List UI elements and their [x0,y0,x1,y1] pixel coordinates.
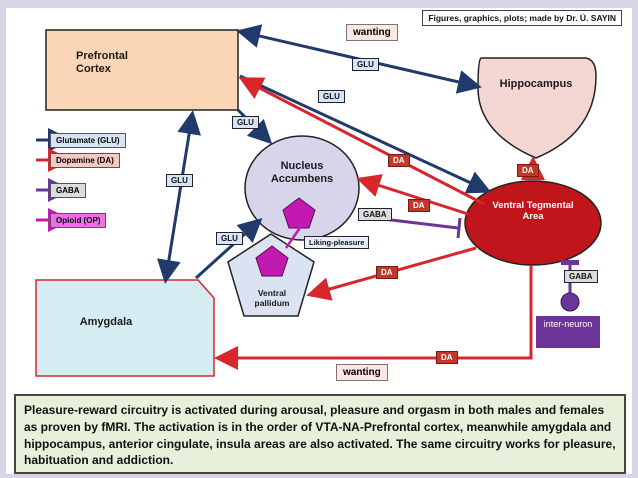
accumbens-label: Nucleus Accumbens [270,160,334,186]
glu-tag-1: GLU [352,58,379,71]
hippocampus-shape [477,57,597,159]
glu-prefrontal-vta [239,74,492,194]
wanting-label-top: wanting [346,24,398,41]
glu-amygdala-accumbens [194,217,263,280]
glu-tag-5: GLU [216,232,243,245]
diagram-canvas [35,24,602,377]
liking-pleasure-label: Liking-pleasure [304,236,370,249]
glu-tag-2: GLU [318,90,345,103]
interneuron-soma [560,292,580,312]
prefrontal-cortex-box [45,29,239,111]
legend-gaba: GABA [46,183,86,198]
glu-amygdala-prefrontal [157,110,201,284]
da-vta-accumbens [356,174,469,216]
slide: Figures, graphics, plots; made by Dr. Ü.… [6,8,632,474]
interneuron-label: inter-neuron [543,319,593,329]
opioid-pallidum-accumbens [284,221,306,249]
da-tag-5: DA [436,351,458,364]
wanting-label-bottom: wanting [336,364,388,381]
legend-da-label: Dopamine (DA) [50,153,120,168]
glu-tag-3: GLU [232,116,259,129]
prefrontal-label: Prefrontal Cortex [76,50,128,76]
interneuron-box [536,316,600,348]
da-tag-2: DA [517,164,539,177]
legend-opioid-label: Opioid (OP) [50,213,107,228]
legend-glu: Glutamate (GLU) [46,133,126,148]
da-tag-3: DA [408,199,430,212]
vta-shape [464,180,602,266]
da-tag-1: DA [388,154,410,167]
pallidum-label: Ventral pallidum [254,288,290,309]
da-tag-4: DA [376,266,398,279]
amygdala-label: Amygdala [79,316,133,328]
gaba-tag-1: GABA [358,208,392,221]
vta-label: Ventral Tegmental Area [492,200,574,223]
pallidum-opioid-pentagon [255,245,289,277]
gaba-tag-2: GABA [564,270,598,283]
hippocampus-label: Hippocampus [499,78,573,90]
da-vta-prefrontal [238,77,485,206]
glu-tag-4: GLU [166,174,193,187]
caption-box: Pleasure-reward circuitry is activated d… [14,394,626,474]
legend-glu-label: Glutamate (GLU) [50,133,126,148]
da-vta-amygdala [214,265,533,370]
legend-gaba-label: GABA [50,183,86,198]
legend-opioid: Opioid (OP) [46,213,107,228]
legend-da: Dopamine (DA) [46,153,120,168]
credit-label: Figures, graphics, plots; made by Dr. Ü.… [422,10,622,26]
